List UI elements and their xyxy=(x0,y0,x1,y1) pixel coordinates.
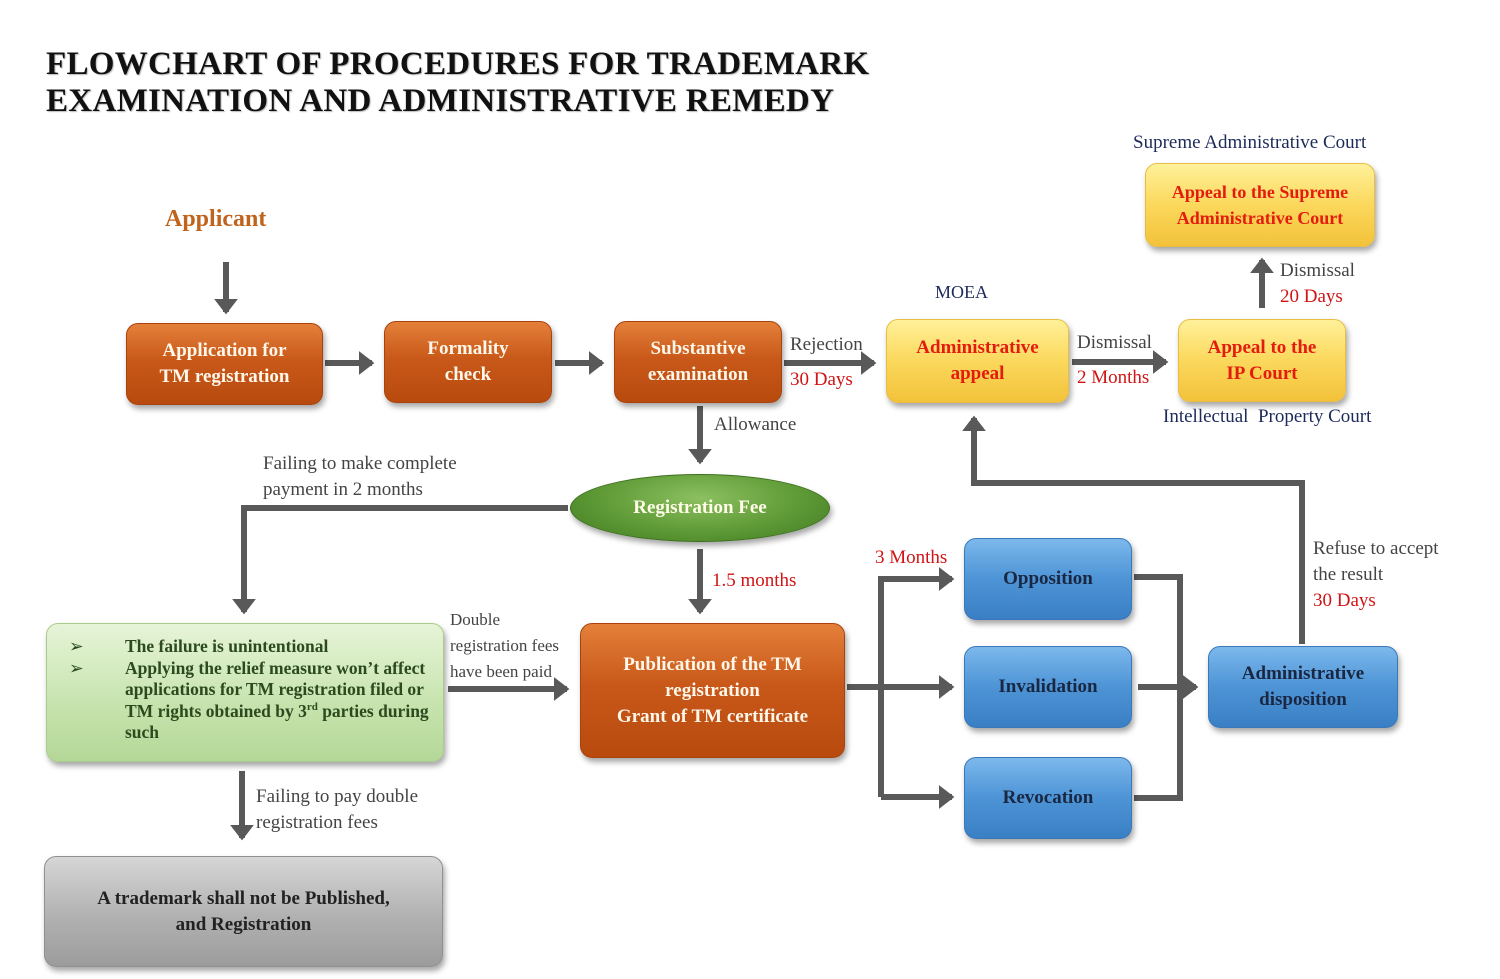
node-substantive-examination[interactable]: Substantive examination xyxy=(614,321,782,403)
title-line-2: EXAMINATION AND ADMINISTRATIVE REMEDY xyxy=(46,83,835,119)
node-not-published-line1: A trademark shall not be Published, xyxy=(97,887,390,909)
relief-item: ➢The failure is unintentional xyxy=(69,636,329,656)
page-title: FLOWCHART OF PROCEDURES FOR TRADEMARK EX… xyxy=(46,46,869,120)
node-disposition-line1: Administrative xyxy=(1241,663,1365,684)
node-formality-check[interactable]: Formality check xyxy=(384,321,552,403)
arrow-bullet-icon: ➢ xyxy=(69,657,84,678)
label-rejection: Rejection xyxy=(790,334,863,355)
node-opposition[interactable]: Opposition xyxy=(964,538,1132,620)
agency-ip-court: Intellectual Property Court xyxy=(1163,406,1372,427)
node-registration-fee-label: Registration Fee xyxy=(633,497,767,518)
node-appeal-ip-court[interactable]: Appeal to the IP Court xyxy=(1178,319,1346,402)
arrow-refuse-to-admin-appeal xyxy=(962,415,1305,644)
label-rejection-deadline: 30 Days xyxy=(790,369,853,390)
node-disposition-line2: disposition xyxy=(1259,689,1347,710)
title-line-1: FLOWCHART OF PROCEDURES FOR TRADEMARK xyxy=(46,46,870,82)
node-not-published-line2: and Registration xyxy=(175,913,312,935)
node-substantive-line2: examination xyxy=(647,364,749,385)
node-admin-appeal-line1: Administrative xyxy=(916,337,1039,358)
node-application[interactable]: Application for TM registration xyxy=(126,323,323,405)
label-dismissal-supreme-deadline: 20 Days xyxy=(1280,286,1343,307)
label-refuse-result-2: the result xyxy=(1313,564,1384,585)
node-revocation[interactable]: Revocation xyxy=(964,757,1132,839)
arrow-failing-payment-to-relief xyxy=(232,505,568,615)
label-allowance: Allowance xyxy=(714,414,797,435)
node-application-line2: TM registration xyxy=(159,366,290,387)
label-dismissal-ip-deadline: 2 Months xyxy=(1077,367,1150,388)
node-formality-line2: check xyxy=(444,364,492,385)
label-failing-payment-2: payment in 2 months xyxy=(263,479,423,500)
label-dismissal-ip: Dismissal xyxy=(1077,332,1152,353)
label-refuse-result-1: Refuse to accept xyxy=(1313,538,1439,559)
node-admin-appeal-line2: appeal xyxy=(950,363,1005,384)
node-supreme-line1: Appeal to the Supreme xyxy=(1171,182,1349,202)
label-double-fees-3: have been paid xyxy=(450,662,552,681)
relief-item: ➢Applying the relief measure won’t affec… xyxy=(69,657,429,743)
label-opposition-window: 3 Months xyxy=(875,547,948,568)
node-substantive-line1: Substantive xyxy=(650,338,746,359)
node-relief-conditions[interactable]: ➢The failure is unintentional ➢Applying … xyxy=(46,623,444,762)
label-failing-double-2: registration fees xyxy=(256,812,378,833)
node-opposition-label: Opposition xyxy=(1003,568,1093,589)
label-publication-deadline: 1.5 months xyxy=(712,570,797,591)
label-failing-payment-1: Failing to make complete xyxy=(263,453,457,474)
label-failing-double-1: Failing to pay double xyxy=(256,786,419,807)
node-administrative-disposition[interactable]: Administrative disposition xyxy=(1208,646,1398,728)
node-publication-line3: Grant of TM certificate xyxy=(616,705,809,727)
arrow-branch-to-opposition xyxy=(878,567,955,797)
node-supreme-line2: Administrative Court xyxy=(1176,208,1344,228)
relief-conditions-list: ➢The failure is unintentional ➢Applying … xyxy=(69,636,433,744)
node-invalidation-label: Invalidation xyxy=(998,676,1098,697)
node-appeal-supreme-court[interactable]: Appeal to the Supreme Administrative Cou… xyxy=(1145,163,1375,247)
label-refuse-result-deadline: 30 Days xyxy=(1313,590,1376,611)
node-application-line1: Application for xyxy=(162,340,287,361)
label-double-fees-2: registration fees xyxy=(450,636,560,655)
node-publication[interactable]: Publication of the TM registration Grant… xyxy=(580,623,845,758)
agency-moea: MOEA xyxy=(935,282,988,302)
node-publication-line2: registration xyxy=(665,679,760,701)
node-formality-line1: Formality xyxy=(427,338,509,359)
label-dismissal-supreme: Dismissal xyxy=(1280,260,1355,281)
node-publication-line1: Publication of the TM xyxy=(623,653,802,675)
agency-supreme-court: Supreme Administrative Court xyxy=(1133,132,1367,153)
node-ip-court-line2: IP Court xyxy=(1226,362,1298,384)
applicant-label: Applicant xyxy=(165,206,267,232)
node-revocation-label: Revocation xyxy=(1002,787,1094,808)
label-double-fees-1: Double xyxy=(450,610,501,629)
arrow-bullet-icon: ➢ xyxy=(69,636,84,656)
node-ip-court-line1: Appeal to the xyxy=(1207,336,1317,358)
node-administrative-appeal[interactable]: Administrative appeal xyxy=(886,319,1069,403)
node-registration-fee[interactable]: Registration Fee xyxy=(570,474,830,542)
node-invalidation[interactable]: Invalidation xyxy=(964,646,1132,728)
node-not-published[interactable]: A trademark shall not be Published, and … xyxy=(44,856,443,967)
